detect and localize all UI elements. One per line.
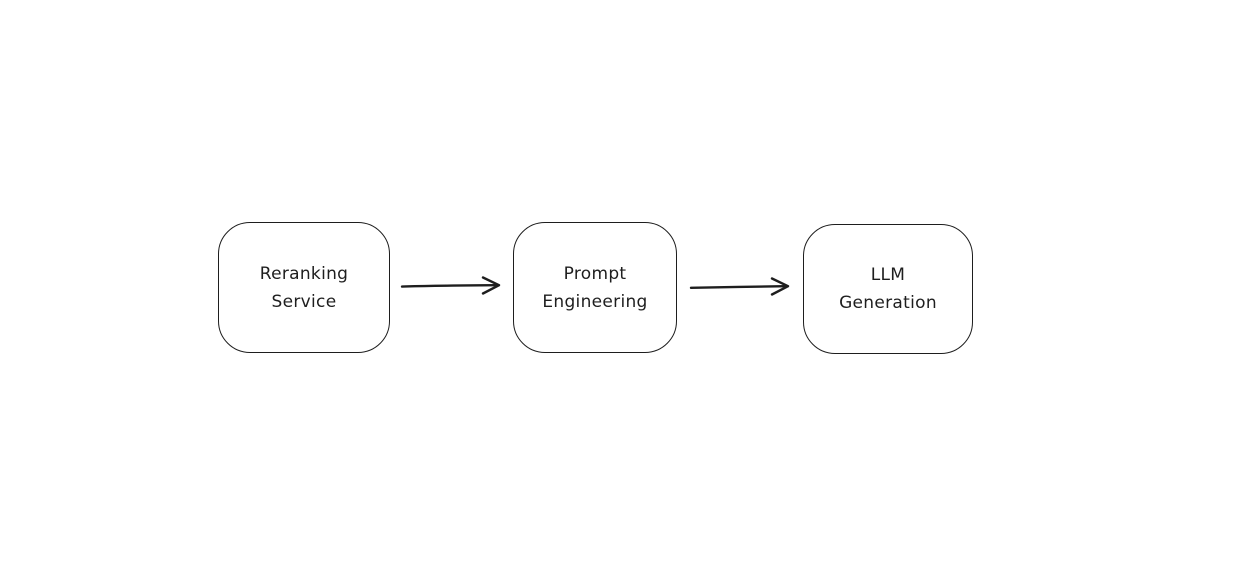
right-arrow-icon: [689, 277, 790, 296]
right-arrow-icon: [400, 276, 501, 295]
arrow-prompt-to-llm: [688, 274, 792, 300]
node-label-line: LLM: [870, 265, 906, 285]
node-label-line: Reranking: [259, 263, 349, 284]
node-label-line: Service: [271, 291, 337, 312]
node-llm-generation: LLM Generation: [803, 224, 973, 354]
node-label-line: Engineering: [542, 291, 648, 312]
node-label-line: Prompt: [563, 263, 627, 284]
node-prompt-engineering: Prompt Engineering: [513, 222, 677, 353]
node-label-line: Generation: [839, 293, 937, 313]
node-reranking-service: Reranking Service: [218, 222, 390, 353]
arrow-reranking-to-prompt: [399, 273, 503, 299]
